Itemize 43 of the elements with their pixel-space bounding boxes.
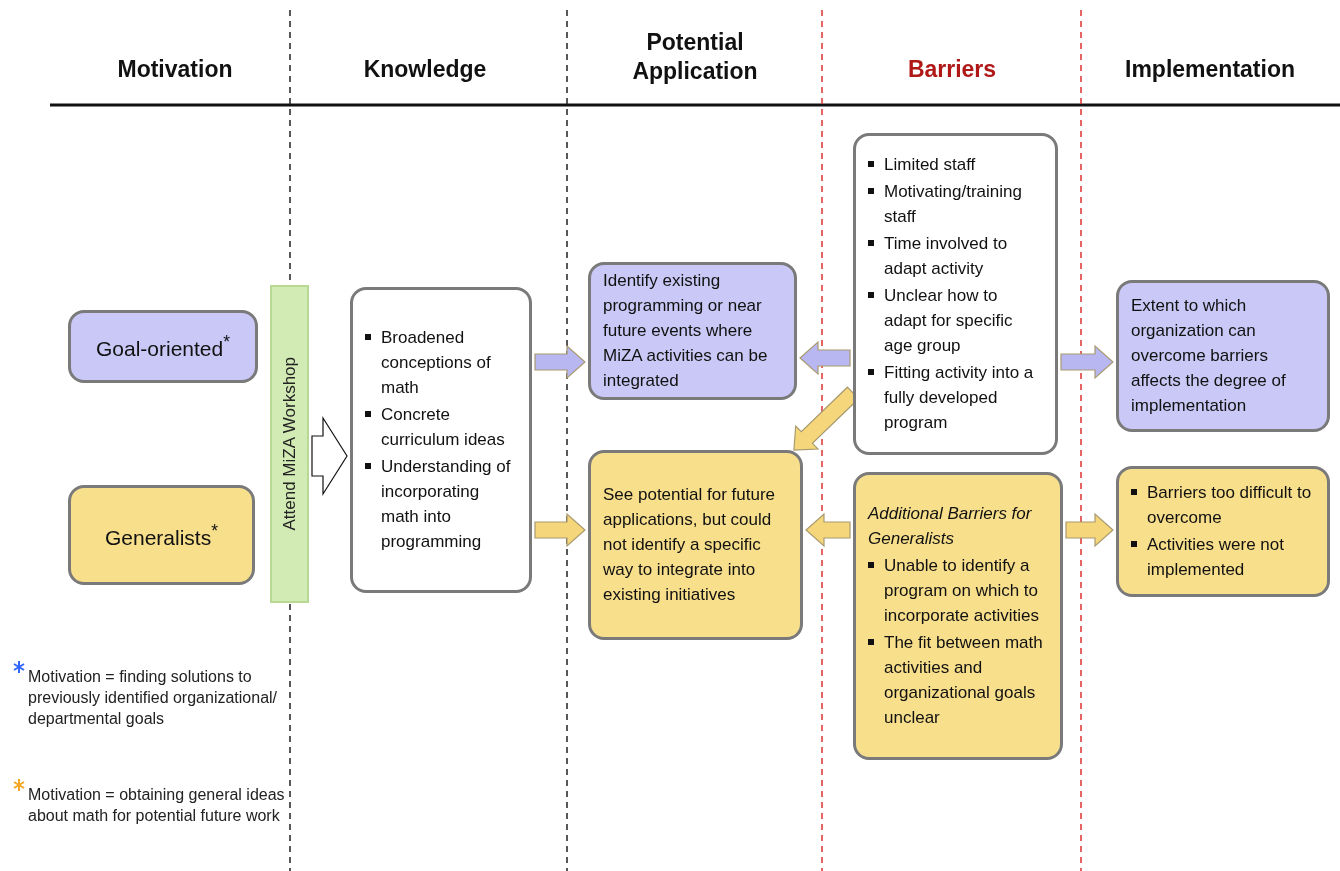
rounded-box — [853, 472, 1063, 760]
workshop-bar — [270, 285, 309, 603]
box-text: See potential for future applications, but could not identify a specific way to integrate into existing initiatives — [603, 483, 776, 606]
block-arrow — [311, 415, 348, 497]
column-heading: Implementation — [1124, 55, 1296, 84]
box-text: Goal-oriented$^{*}$ — [94, 331, 232, 361]
box-text: Extent to which organization can overcome barriers affects the degree of implementation — [1131, 294, 1287, 417]
bullet-item: Fitting activity into a fully developed program — [868, 359, 1043, 435]
rounded-box — [588, 450, 803, 640]
block-arrow — [534, 512, 586, 548]
bullet-item: Barriers too difficult to overcome — [1131, 479, 1315, 530]
bullet-item: Time involved to adapt activity — [868, 230, 1043, 281]
footnote-text: Motivation = finding solutions to previously identified organizational/ departmental goals — [28, 667, 279, 729]
rounded-box — [1116, 466, 1330, 597]
column-heading: Potential Application — [631, 28, 759, 86]
bullet-item: Unable to identify a program on which to incorporate activities — [868, 552, 1048, 628]
block-arrow — [534, 344, 586, 380]
column-heading: Motivation — [116, 55, 234, 84]
block-arrow — [799, 340, 851, 376]
bullet-item: Limited staff — [868, 151, 1043, 177]
footnote-text: Motivation = obtaining general ideas about math for potential future work — [28, 785, 286, 826]
box-text: Generalists$^{*}$ — [104, 519, 219, 550]
bullet-item: The fit between math activities and organizational goals unclear — [868, 629, 1048, 730]
bullet-item: Broadened conceptions of math — [365, 324, 517, 400]
rounded-box — [68, 485, 255, 585]
box-heading: Additional Barriers for Generalists — [868, 502, 1033, 550]
block-arrow — [1060, 344, 1114, 380]
block-arrow — [1065, 512, 1114, 548]
bullet-item: Activities were not implemented — [1131, 531, 1315, 582]
bullet-item: Concrete curriculum ideas — [365, 401, 517, 452]
rounded-box — [68, 310, 258, 383]
rounded-box — [588, 262, 797, 400]
rounded-box — [350, 287, 532, 593]
column-heading: Barriers — [906, 55, 998, 84]
block-arrow — [805, 512, 851, 548]
bullet-item: Understanding of incorporating math into programming — [365, 453, 517, 554]
vertical-label: Attend MiZA Workshop — [279, 357, 300, 531]
rounded-box — [1116, 280, 1330, 432]
column-heading: Knowledge — [362, 55, 488, 84]
rounded-box — [853, 133, 1058, 455]
box-text: Identify existing programming or near future events where MiZA activities can be integrated — [603, 269, 769, 392]
bullet-item: Unclear how to adapt for specific age group — [868, 282, 1043, 358]
bullet-item: Motivating/training staff — [868, 178, 1043, 229]
